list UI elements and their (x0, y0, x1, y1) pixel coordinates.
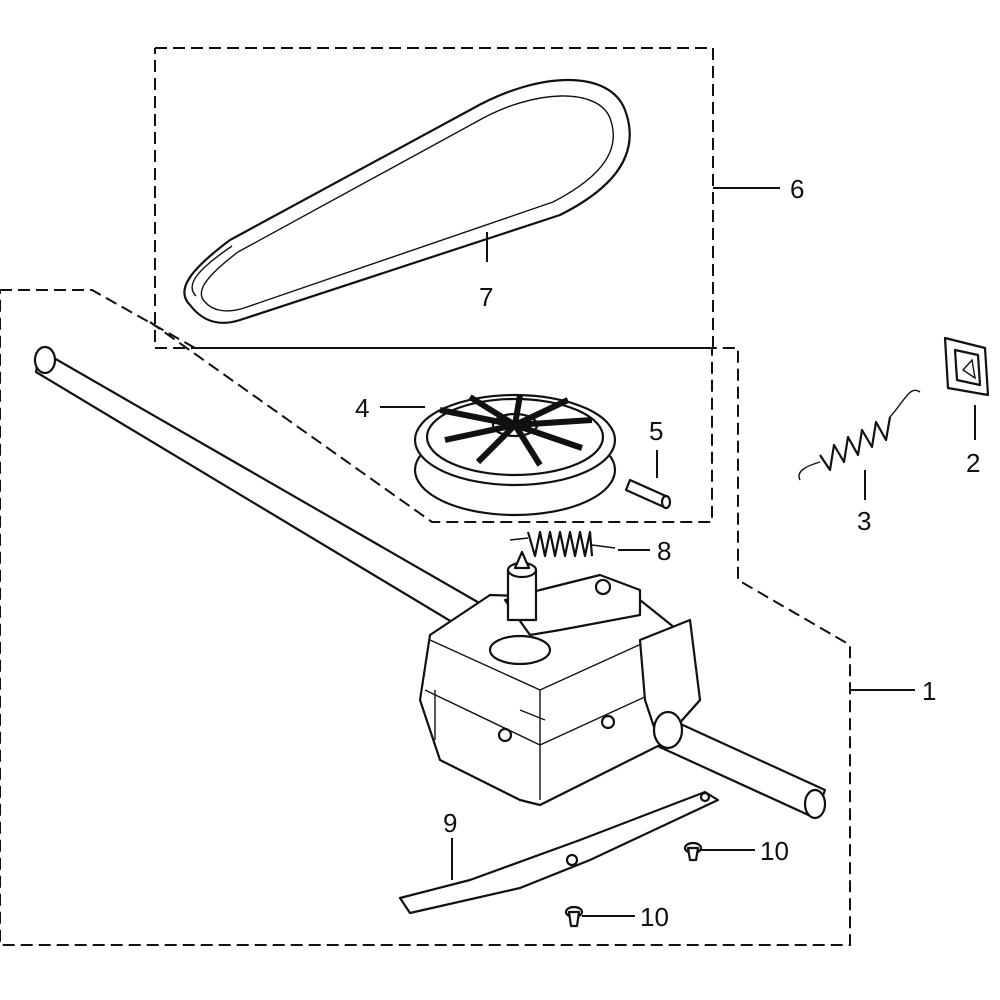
blade-plate (398, 790, 720, 915)
callout-10-upper: 10 (760, 836, 789, 866)
callout-10-lower: 10 (640, 902, 669, 932)
transmission-gearbox (418, 550, 702, 807)
pulley (413, 393, 617, 517)
callout-4: 4 (355, 393, 369, 423)
bolt-lower (564, 905, 584, 928)
leader-lines (380, 187, 976, 917)
tension-spring (798, 389, 921, 481)
callout-7: 7 (479, 282, 493, 312)
assembly-group-outline (0, 289, 851, 946)
callout-9: 9 (443, 808, 457, 838)
callout-3: 3 (857, 506, 871, 536)
clip-bracket (943, 336, 990, 397)
callout-1: 1 (922, 676, 936, 706)
callout-8: 8 (657, 536, 671, 566)
v-belt (183, 78, 631, 324)
callout-2: 2 (966, 448, 980, 478)
callout-6: 6 (790, 174, 804, 204)
pin (624, 478, 672, 510)
callout-5: 5 (649, 416, 663, 446)
bolt-upper (683, 841, 703, 862)
small-spring (509, 530, 616, 558)
